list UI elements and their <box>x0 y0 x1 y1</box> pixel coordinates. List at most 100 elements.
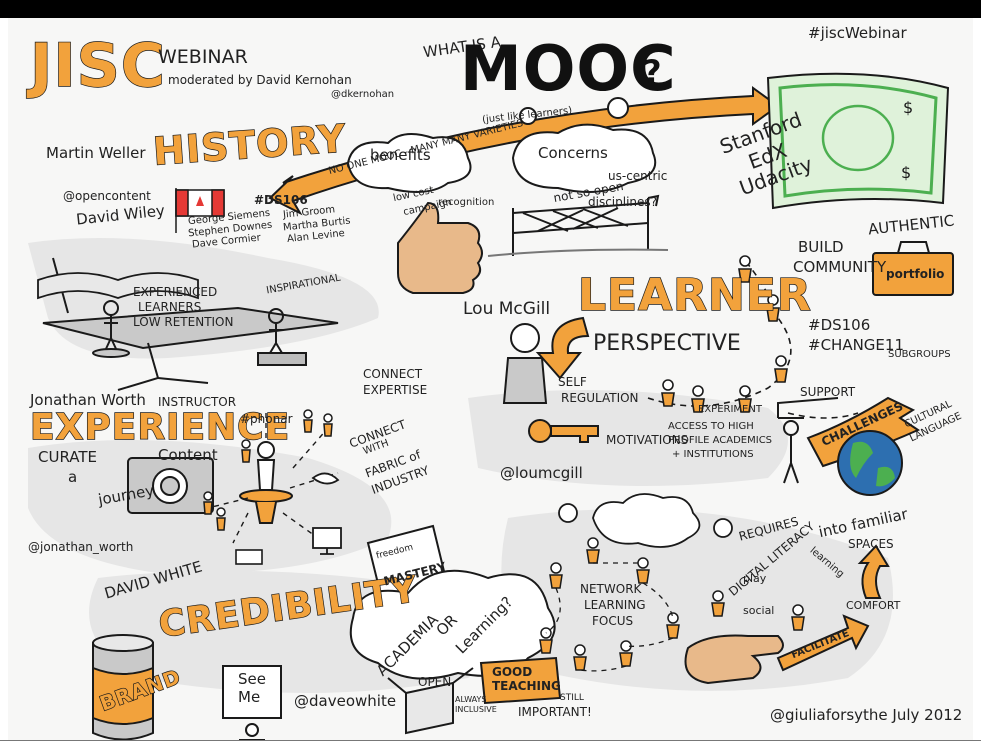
jonathan-worth-handle: @jonathan_worth <box>28 540 134 554</box>
change11-label: #CHANGE11 <box>808 336 904 354</box>
camera-drawing <box>127 457 214 514</box>
expertise-label: EXPERTISE <box>363 383 428 397</box>
learner-arrow <box>535 316 590 380</box>
speaker-lou-mcgill: Lou McGill <box>463 299 551 319</box>
good-teaching-banner <box>479 656 562 705</box>
benefits-title: benefits <box>370 146 431 164</box>
portfolio-label: portfolio <box>886 267 945 281</box>
experiment-label: EXPERIMENT <box>698 404 762 415</box>
access-line-3: + INSTITUTIONS <box>672 449 754 460</box>
webinar-label: WEBINAR <box>158 46 248 68</box>
experience-dashed-links <box>207 413 339 544</box>
important-label: IMPORTANT! <box>518 705 592 719</box>
daveowhite-handle: @daveowhite <box>294 692 397 710</box>
perspective-label: PERSPECTIVE <box>593 331 741 356</box>
subgroups-label: SUBGROUPS <box>888 349 951 360</box>
sketchnote-board: $ $ <box>8 18 973 740</box>
concerns-title: Concerns <box>538 144 608 162</box>
regulation-label: REGULATION <box>561 391 639 405</box>
comfort-label: COMFORT <box>846 599 901 612</box>
concern-disciplines: disciplines? <box>588 195 658 209</box>
brand-can-drawing <box>92 634 154 740</box>
teaching-label: TEACHING <box>492 679 561 693</box>
benefits-cloud <box>346 133 472 193</box>
thumbs-up-drawing <box>397 201 483 294</box>
network-line-1: NETWORK <box>580 582 642 596</box>
learner-path <box>647 257 859 419</box>
play-label: play <box>743 572 767 585</box>
dollar-bill-drawing: $ $ <box>766 72 950 210</box>
kernohan-handle: @dkernohan <box>331 89 395 100</box>
self-regulation-figure <box>502 323 548 404</box>
network-line-2: LEARNING <box>584 598 646 612</box>
learner-title: LEARNER <box>577 270 812 321</box>
loumcgill-handle: @loumcgill <box>500 464 583 482</box>
see-label: See <box>238 670 266 688</box>
opencontent-handle: @opencontent <box>63 189 151 203</box>
phonar-hashtag: #phonar <box>240 412 293 426</box>
barrier-drawing <box>487 194 669 257</box>
open-box-drawing <box>387 667 474 735</box>
jisc-logo-text: JISC <box>29 31 166 101</box>
experienced-line-3: LOW RETENTION <box>133 315 234 329</box>
community-label: COMMUNITY <box>793 258 887 276</box>
ds106-learner: #DS106 <box>808 316 871 334</box>
content-label: Content <box>158 446 218 464</box>
still-label: STILL <box>560 693 584 703</box>
ds106-history: #DS106 <box>254 193 308 207</box>
a-label: a <box>68 468 78 486</box>
learner-small-figures <box>661 255 788 413</box>
experienced-line-2: LEARNERS <box>138 300 202 314</box>
canada-flag <box>175 188 225 233</box>
experience-title: EXPERIENCE <box>29 407 291 448</box>
connect-label: CONNECT <box>363 367 423 381</box>
mooc-title: MOOC <box>460 32 677 105</box>
speaker-martin-weller: Martin Weller <box>46 144 146 162</box>
svg-text:$: $ <box>903 98 913 117</box>
inclusive-label: INCLUSIVE <box>455 705 497 714</box>
experience-small-figures <box>203 409 333 531</box>
support-figure <box>777 397 839 484</box>
concerns-cloud <box>511 97 657 193</box>
illustration-art: $ $ <box>28 72 954 740</box>
money-bills-drawing <box>235 549 263 565</box>
facilitate-arrow <box>776 614 870 672</box>
experienced-line-1: EXPERIENCED <box>133 285 218 299</box>
svg-text:$: $ <box>901 163 911 182</box>
monitor-drawing <box>312 527 342 555</box>
globe-drawing <box>837 430 903 496</box>
network-figures <box>539 537 805 671</box>
hand-drawing <box>684 634 784 685</box>
see-me-sign-drawing <box>222 665 282 740</box>
network-shadow <box>501 509 893 691</box>
support-label: SUPPORT <box>800 385 856 399</box>
hashtag-label: #jiscWebinar <box>808 24 907 42</box>
social-label: social <box>743 604 775 617</box>
speaker-jonathan-worth: Jonathan Worth <box>30 391 146 409</box>
network-line-3: FOCUS <box>592 614 634 628</box>
access-line-2: PROFILE ACADEMICS <box>668 435 773 446</box>
academia-cloud <box>349 569 556 680</box>
concern-us-centric: us-centric <box>608 169 668 183</box>
key-drawing <box>528 419 599 443</box>
curate-label: CURATE <box>38 448 98 466</box>
good-label: GOOD <box>492 665 533 679</box>
build-label: BUILD <box>798 238 844 256</box>
bird-drawing <box>311 472 340 485</box>
history-figures <box>92 300 284 358</box>
open-label: OPEN <box>418 675 452 689</box>
benefit-recognition: recognition <box>438 197 495 208</box>
portfolio-briefcase <box>872 241 954 296</box>
network-thought-cloud <box>558 493 733 548</box>
instructor-label: INSTRUCTOR <box>158 395 237 409</box>
me-label: Me <box>238 688 261 706</box>
top-black-bar <box>0 0 981 18</box>
book-drawing <box>37 272 199 300</box>
self-label: SELF <box>558 375 587 389</box>
always-label: ALWAYS <box>455 695 487 704</box>
mooc-question: ? <box>643 53 663 91</box>
bottom-border <box>0 740 981 751</box>
artist-credit: @giuliaforsythe July 2012 <box>770 706 963 724</box>
access-line-1: ACCESS TO HIGH <box>668 421 754 432</box>
